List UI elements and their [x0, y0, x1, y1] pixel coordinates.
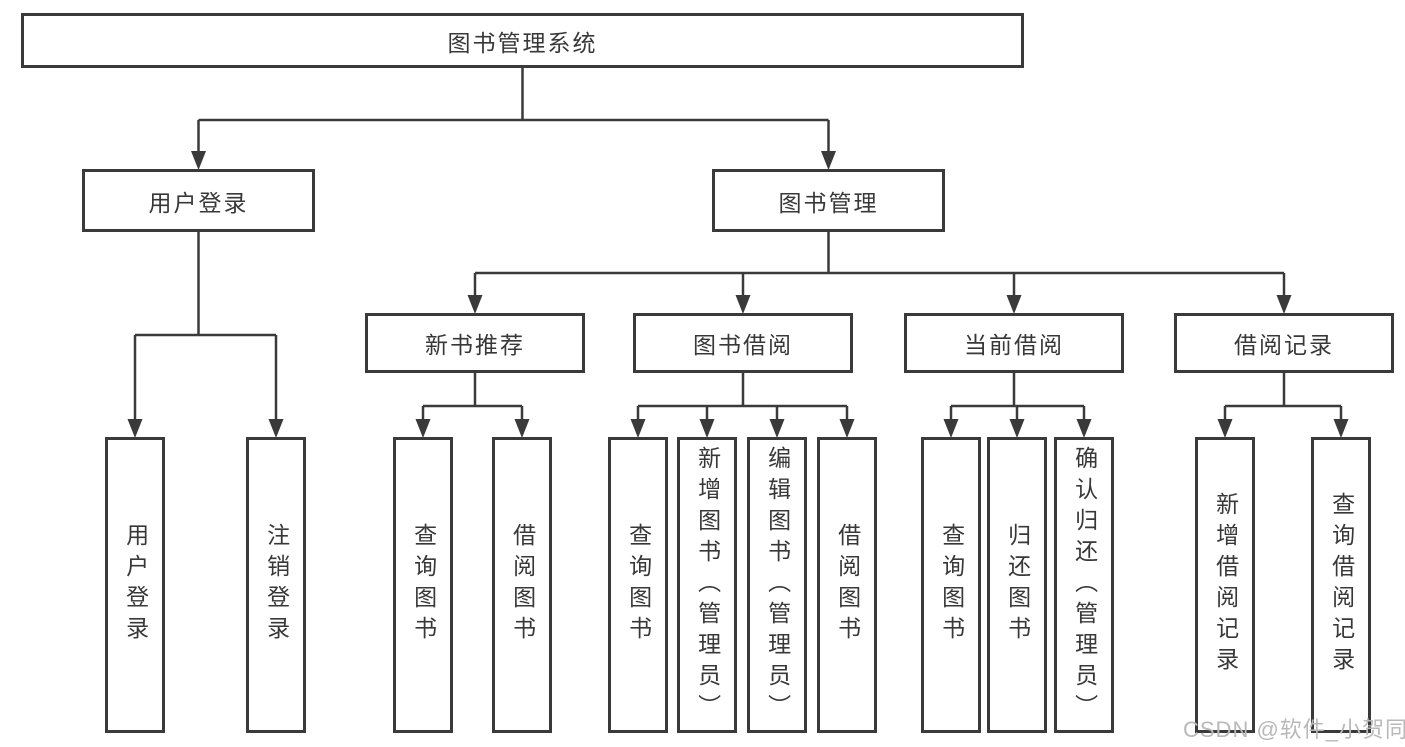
arrowhead: [735, 295, 751, 314]
leaf-query-book: 查询图书: [393, 437, 453, 733]
arrowhead: [943, 419, 959, 438]
node-label: 新增图书（管理员）: [694, 445, 721, 725]
csdn-watermark: CSDN @软件_小贺同学: [1183, 717, 1405, 742]
arrowhead: [699, 419, 715, 438]
node-label: 图书管理系统: [447, 29, 598, 56]
node-label: 借阅记录: [1234, 332, 1334, 358]
node-root-system: 图书管理系统: [21, 13, 1024, 68]
node-new-book-recommend: 新书推荐: [365, 313, 585, 373]
arrowhead: [514, 419, 530, 438]
arrowhead: [1009, 419, 1025, 438]
node-book-management: 图书管理: [712, 169, 945, 232]
node-label: 查询图书: [410, 523, 437, 647]
leaf-logout-login: 注销登录: [246, 437, 306, 733]
arrowhead: [1076, 419, 1092, 438]
connector-path: [133, 68, 1343, 434]
node-label: 注销登录: [263, 523, 290, 647]
node-label: 编辑图书（管理员）: [764, 445, 791, 725]
node-label: 图书管理: [778, 189, 879, 216]
leaf-add-book-admin: 新增图书（管理员）: [677, 437, 737, 733]
leaf-confirm-return-admin: 确认归还（管理员）: [1054, 437, 1114, 733]
node-label: 确认归还（管理员）: [1071, 445, 1098, 725]
leaf-edit-book-admin: 编辑图书（管理员）: [747, 437, 807, 733]
arrowhead: [415, 419, 431, 438]
arrowhead: [630, 419, 646, 438]
leaf-return-book: 归还图书: [987, 437, 1047, 733]
leaf-query-borrow-record: 查询借阅记录: [1311, 437, 1371, 733]
arrowhead: [1333, 419, 1349, 438]
arrowhead: [1276, 295, 1292, 314]
node-user-login: 用户登录: [82, 169, 315, 232]
arrowhead: [127, 419, 143, 438]
node-label: 用户登录: [148, 189, 249, 216]
node-borrow-records: 借阅记录: [1174, 313, 1394, 373]
leaf-borrow-book: 借阅图书: [492, 437, 552, 733]
node-label: 借阅图书: [834, 523, 861, 647]
leaf-query-book: 查询图书: [608, 437, 668, 733]
arrowhead: [1217, 419, 1233, 438]
arrowhead: [839, 419, 855, 438]
node-label: 图书借阅: [693, 332, 793, 358]
arrowhead: [769, 419, 785, 438]
node-label: 用户登录: [122, 523, 149, 647]
node-label: 归还图书: [1004, 523, 1031, 647]
arrowhead: [1006, 295, 1022, 314]
node-label: 当前借阅: [964, 332, 1064, 358]
leaf-add-borrow-record: 新增借阅记录: [1195, 437, 1255, 733]
node-label: 新书推荐: [425, 332, 525, 358]
node-label: 借阅图书: [509, 523, 536, 647]
node-book-borrowing: 图书借阅: [633, 313, 853, 373]
leaf-query-book: 查询图书: [921, 437, 981, 733]
node-label: 查询图书: [938, 523, 965, 647]
arrowhead: [467, 295, 483, 314]
node-current-borrowing: 当前借阅: [904, 313, 1124, 373]
arrowhead: [191, 151, 206, 170]
leaf-borrow-book: 借阅图书: [817, 437, 877, 733]
node-label: 查询借阅记录: [1328, 492, 1355, 678]
node-label: 新增借阅记录: [1212, 492, 1239, 678]
arrowhead: [268, 419, 284, 438]
arrowhead: [821, 151, 836, 170]
node-label: 查询图书: [625, 523, 652, 647]
leaf-user-login: 用户登录: [105, 437, 165, 733]
